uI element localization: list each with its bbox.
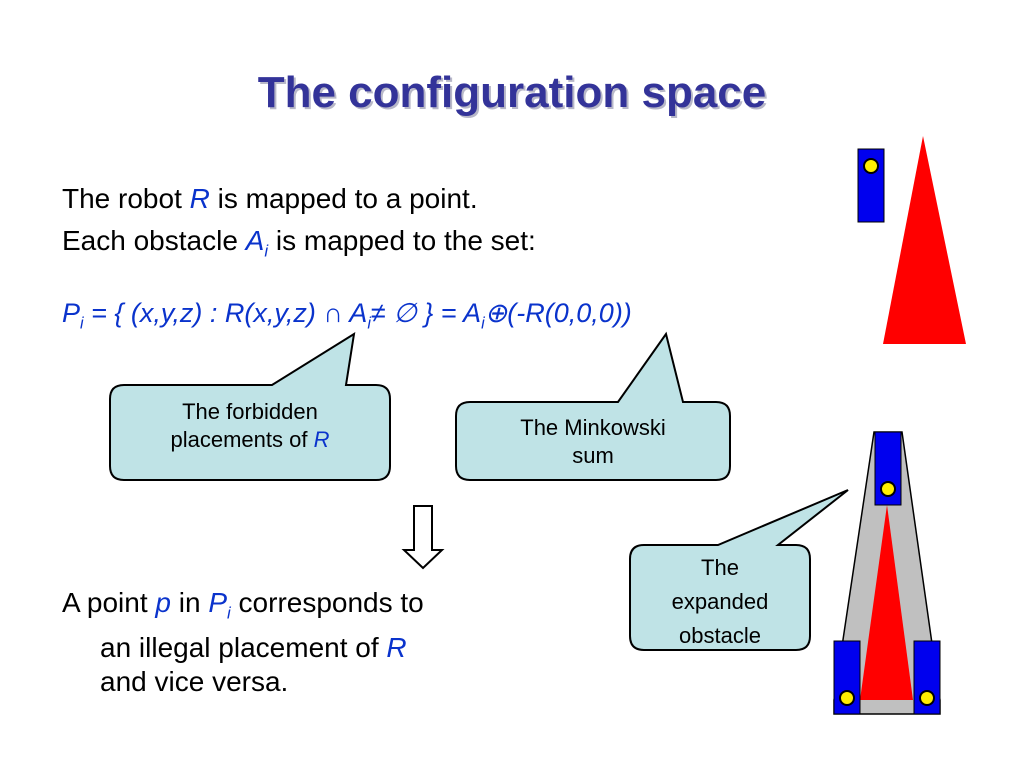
obstacle-line-pre: Each obstacle <box>62 225 246 256</box>
robot-copy-top-point <box>880 481 896 497</box>
callout-minkowski-text: The Minkowski sum <box>520 415 666 468</box>
robot-line-pre: The robot <box>62 183 190 214</box>
obstacle-line: Each obstacle Ai is mapped to the set: <box>62 224 536 269</box>
page-title: The configuration space <box>257 68 767 117</box>
robot-reference-point <box>863 158 879 174</box>
robot-line: The robot R is mapped to a point. <box>62 182 478 216</box>
obstacle-triangle <box>883 136 966 344</box>
callout-minkowski-shape <box>455 331 731 481</box>
robot-copy-right-point <box>919 690 935 706</box>
robot-line-post: is mapped to a point. <box>209 183 478 214</box>
down-arrow-icon <box>401 505 445 570</box>
callout-forbidden-text: The forbidden placements of R <box>170 399 330 452</box>
callout-expanded-text: The expanded obstacle <box>671 555 769 648</box>
callout-forbidden-shape <box>109 331 391 481</box>
robot-copy-left-point <box>839 690 855 706</box>
robot-var: R <box>189 183 210 214</box>
callout-expanded-shape <box>629 489 849 651</box>
bottom-statement: A point p in Pi corresponds to an illega… <box>62 587 424 697</box>
original-obstacle <box>860 505 913 700</box>
intersection-symbol: ∩ <box>323 298 343 328</box>
obstacle-line-post: is mapped to the set: <box>268 225 536 256</box>
minkowski-symbol: ⊕ <box>484 298 508 328</box>
formula: Pi = { (x,y,z) : R(x,y,z) ∩ Ai≠ ∅ } = Ai… <box>62 298 632 333</box>
obstacle-var: Ai <box>245 225 269 261</box>
